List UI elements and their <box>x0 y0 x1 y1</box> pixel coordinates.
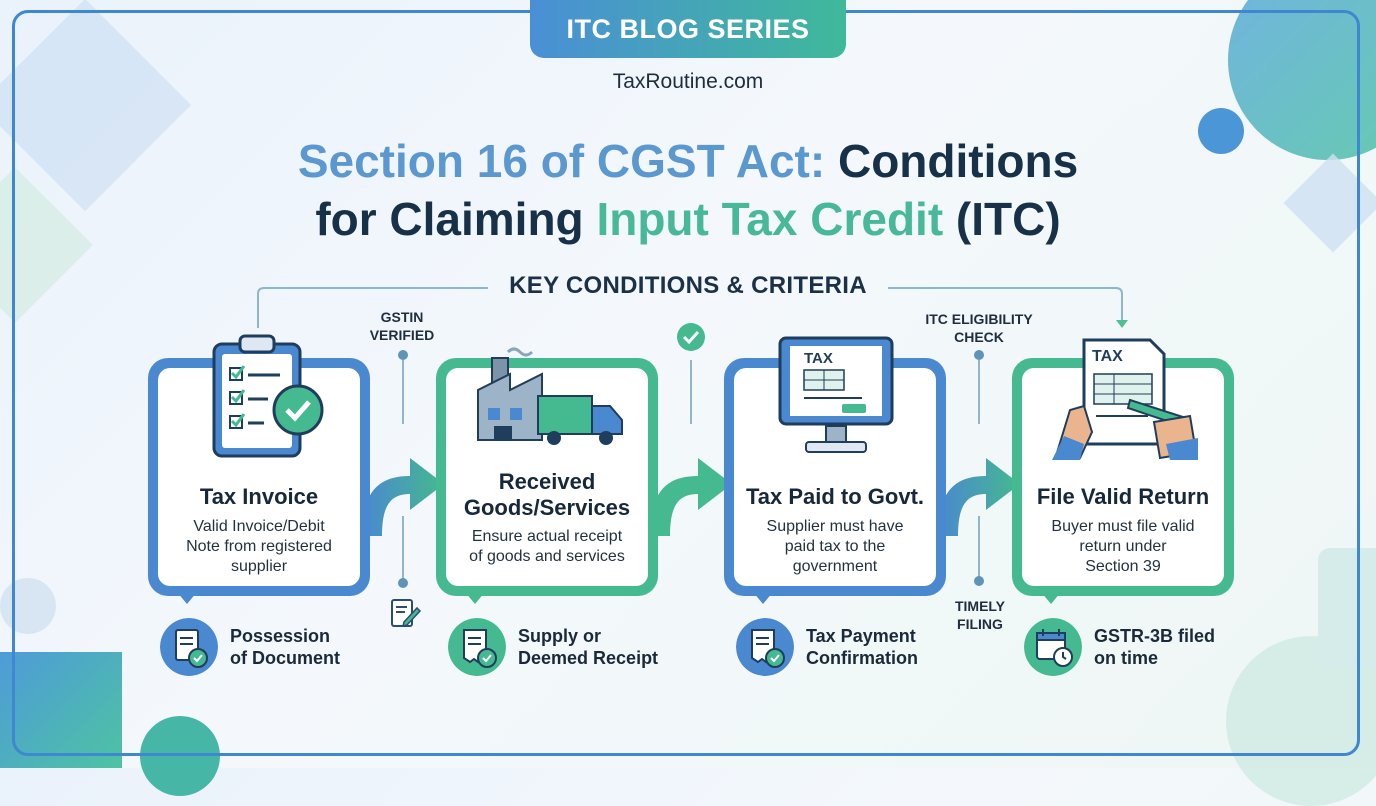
tax-label: TAX <box>804 350 833 367</box>
site-name: TaxRoutine.com <box>612 70 764 93</box>
factory-truck-icon <box>477 347 623 445</box>
connector-line <box>978 360 980 424</box>
card-description: Buyer must file valid return under Secti… <box>1051 518 1195 575</box>
card-title: Tax Invoice <box>199 484 319 509</box>
footer-gstr-3b-filed: GSTR-3B filed on time <box>1024 618 1215 676</box>
connector-line <box>978 516 980 580</box>
document-check-icon <box>160 618 218 676</box>
calendar-clock-icon <box>1024 618 1082 676</box>
flow-arrow-1 <box>362 458 444 536</box>
flow-arrow-3 <box>938 458 1020 536</box>
connector-dot <box>974 350 984 360</box>
title-part-2: Conditions <box>825 135 1079 187</box>
footer-supply-or-deemed-receipt: Supply or Deemed Receipt <box>448 618 658 676</box>
subheading-bracket <box>257 287 1128 328</box>
check-circle-icon <box>677 323 705 351</box>
clipboard-check-icon <box>212 334 324 458</box>
document-edit-icon <box>391 599 422 628</box>
card-title: Received Goods/Services <box>463 469 631 520</box>
card-title: Tax Paid to Govt. <box>745 484 925 509</box>
receipt-check-icon <box>448 618 506 676</box>
connector-line <box>690 360 692 424</box>
title-part-3: for Claiming <box>315 193 597 245</box>
card-title: File Valid Return <box>1036 484 1210 509</box>
monitor-tax-icon: TAX <box>776 334 896 458</box>
title-part-5: (ITC) <box>943 193 1061 245</box>
card-description: Ensure actual receipt of goods and servi… <box>469 528 625 565</box>
connector-line <box>402 360 404 424</box>
card-tail <box>1041 592 1061 604</box>
bg-circle-bottom-left <box>0 578 56 634</box>
connector-dot <box>974 576 984 586</box>
bg-rect-right <box>1318 548 1376 668</box>
tax-label: TAX <box>1092 348 1123 365</box>
tax-form-signing-icon: TAX <box>1050 336 1198 460</box>
card-tail <box>465 592 485 604</box>
receipt-check-icon <box>736 618 794 676</box>
footer-possession-of-document: Possession of Document <box>160 618 340 676</box>
bg-dot-right <box>1198 108 1244 154</box>
series-badge: ITC BLOG SERIES <box>530 0 846 58</box>
page-title: Section 16 of CGST Act: Conditions for C… <box>0 132 1376 248</box>
connector-dot <box>398 350 408 360</box>
card-description: Supplier must have paid tax to the gover… <box>766 518 904 575</box>
connector-dot <box>398 578 408 588</box>
card-tail <box>753 592 773 604</box>
card-description: Valid Invoice/Debit Note from registered… <box>186 518 332 575</box>
card-tail <box>177 592 197 604</box>
connector-line <box>402 516 404 582</box>
flow-arrow-2 <box>650 458 732 536</box>
tag-timely-filing: TIMELY FILING <box>954 598 1006 632</box>
title-part-4: Input Tax Credit <box>596 193 944 245</box>
tag-itc-eligibility: ITC ELIGIBILITY CHECK <box>925 311 1033 345</box>
key-conditions-heading: KEY CONDITIONS & CRITERIA <box>509 272 867 299</box>
footer-tax-payment-confirmation: Tax Payment Confirmation <box>736 618 918 676</box>
tag-gstin-verified: GSTIN VERIFIED <box>369 309 435 343</box>
title-part-1: Section 16 of CGST Act: <box>297 135 826 187</box>
